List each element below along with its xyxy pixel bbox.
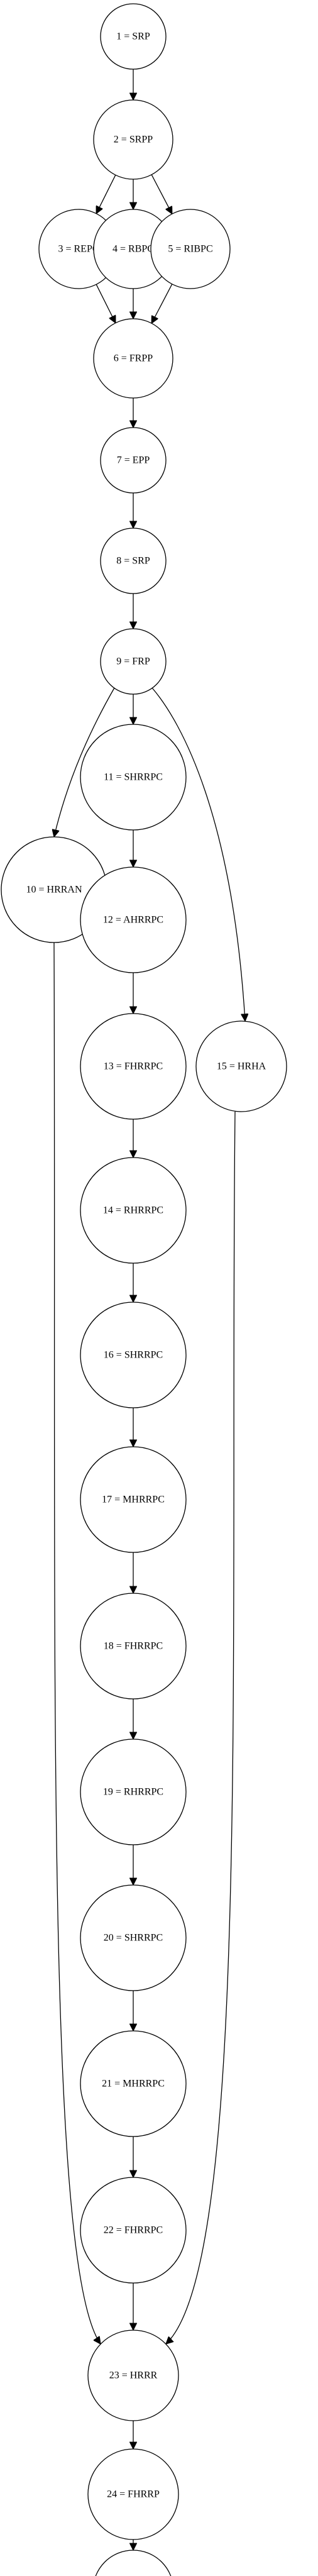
edge-5-to-6 <box>151 284 173 323</box>
node-2-label: 2 = SRPP <box>114 135 153 145</box>
node-5-circle <box>150 209 231 289</box>
node-16-label: 16 = SHRRPC <box>104 1350 163 1361</box>
node-13-circle <box>80 1013 187 1120</box>
edge-2-to-3 <box>96 175 116 213</box>
node-4-label: 4 = RBPC <box>112 244 154 255</box>
node-14-circle <box>80 1157 187 1264</box>
node-25-circle <box>95 2550 172 2576</box>
node-18-label: 18 = FHRRPC <box>104 1641 163 1652</box>
node-12-label: 12 = AHRRPC <box>103 915 163 926</box>
node-5-label: 5 = RIBPC <box>168 244 212 255</box>
node-17-label: 17 = MHRRPC <box>102 1495 165 1505</box>
node-16-circle <box>80 1302 187 1408</box>
edges-layer <box>54 69 245 2550</box>
node-7: 7 = EPP <box>100 427 167 494</box>
node-6-circle <box>93 318 173 399</box>
node-14: 14 = RHRRPC <box>80 1157 187 1264</box>
node-17: 17 = MHRRPC <box>80 1446 187 1553</box>
node-7-circle <box>100 427 167 494</box>
nodes-layer: 1 = SRP 2 = SRPP 3 = REPC 4 = RBPC 5 = RIBPC… <box>1 3 287 2576</box>
node-18-circle <box>80 1593 187 1700</box>
edge-10-to-23 <box>53 942 101 2344</box>
node-14-label: 14 = RHRRPC <box>103 1205 163 1216</box>
node-21-circle <box>80 2030 187 2137</box>
node-6-label: 6 = FRPP <box>114 353 153 364</box>
node-1: 1 = SRP <box>100 3 167 70</box>
node-15-label: 15 = HRHA <box>217 1061 266 1072</box>
node-24-label: 24 = FHRRP <box>107 2489 160 2500</box>
node-1-label: 1 = SRP <box>116 31 150 42</box>
node-19-circle <box>80 1739 187 1845</box>
node-13-label: 13 = FHRRPC <box>104 1061 163 1072</box>
node-19-label: 19 = RHRRPC <box>103 1787 163 1798</box>
edge-9-to-15 <box>151 687 245 1021</box>
node-15: 15 = HRHA <box>195 1020 287 1112</box>
node-6: 6 = FRPP <box>93 318 173 399</box>
node-11: 11 = SHRRPC <box>80 724 187 831</box>
node-21: 21 = MHRRPC <box>80 2030 187 2137</box>
node-11-label: 11 = SHRRPC <box>104 772 163 783</box>
edge-9-to-10 <box>54 687 115 837</box>
node-15-circle <box>195 1020 287 1112</box>
node-7-label: 7 = EPP <box>117 455 150 466</box>
node-1-circle <box>100 3 167 70</box>
node-23-circle <box>87 2330 179 2421</box>
node-23-label: 23 = HRRR <box>109 2370 158 2381</box>
node-5: 5 = RIBPC <box>150 209 231 289</box>
edge-15-to-23 <box>166 1111 236 2344</box>
node-18: 18 = FHRRPC <box>80 1593 187 1700</box>
node-3: 3 = REPC <box>38 209 119 289</box>
node-11-circle <box>80 724 187 831</box>
node-12-circle <box>80 866 187 973</box>
node-22-circle <box>80 2177 187 2284</box>
node-22-label: 22 = FHRRPC <box>104 2225 163 2236</box>
node-2: 2 = SRPP <box>93 99 173 180</box>
node-21-label: 21 = MHRRPC <box>102 2079 165 2089</box>
edge-2-to-5 <box>151 174 172 214</box>
node-9-circle <box>100 628 167 695</box>
node-10-label: 10 = HRRAN <box>26 885 82 895</box>
node-17-circle <box>80 1446 187 1553</box>
node-24-circle <box>87 2448 179 2540</box>
node-3-label: 3 = REPC <box>58 244 99 255</box>
node-9-label: 9 = FRP <box>116 656 150 667</box>
node-12: 12 = AHRRPC <box>80 866 187 973</box>
node-25: 25 = FRP <box>95 2550 172 2576</box>
node-2-circle <box>93 99 173 180</box>
node-20-circle <box>80 1884 187 1991</box>
node-23: 23 = HRRR <box>87 2330 179 2421</box>
node-13: 13 = FHRRPC <box>80 1013 187 1120</box>
node-16: 16 = SHRRPC <box>80 1302 187 1408</box>
node-8-label: 8 = SRP <box>116 556 150 567</box>
node-20: 20 = SHRRPC <box>80 1884 187 1991</box>
node-22: 22 = FHRRPC <box>80 2177 187 2284</box>
edge-3-to-6 <box>96 284 116 323</box>
node-19: 19 = RHRRPC <box>80 1739 187 1845</box>
node-8: 8 = SRP <box>100 528 167 594</box>
node-9: 9 = FRP <box>100 628 167 695</box>
node-20-label: 20 = SHRRPC <box>104 1933 163 1943</box>
node-8-circle <box>100 528 167 594</box>
node-24: 24 = FHRRP <box>87 2448 179 2540</box>
